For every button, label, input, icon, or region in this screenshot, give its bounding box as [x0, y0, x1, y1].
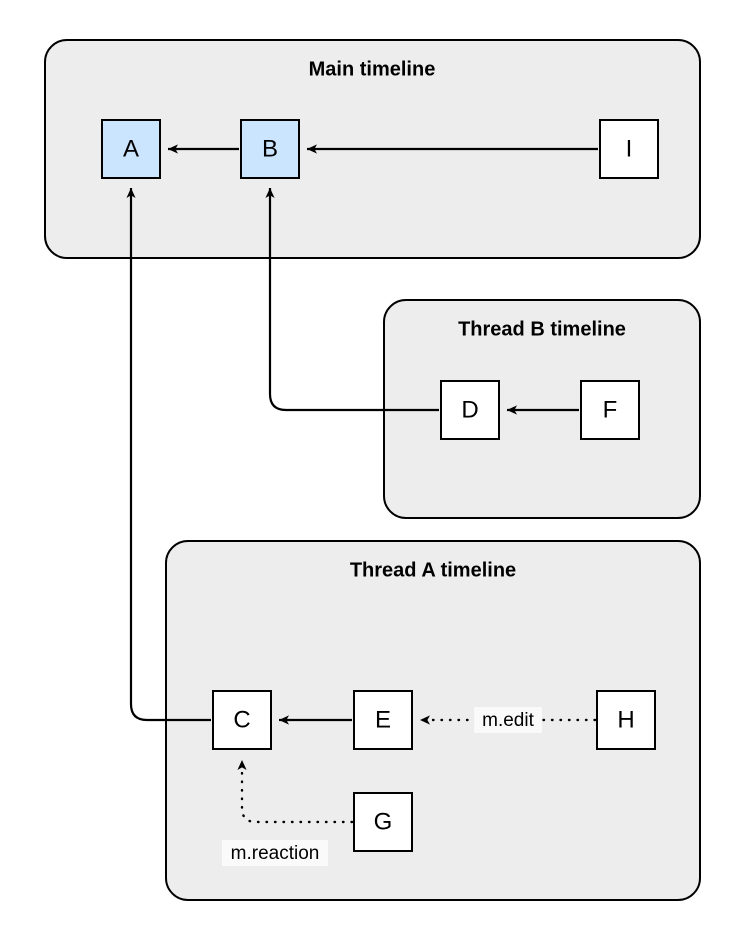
node-label-D: D [461, 396, 478, 423]
node-A[interactable]: A [101, 119, 161, 179]
node-B[interactable]: B [240, 119, 300, 179]
edge-c-to-a [126, 188, 211, 722]
panel-title-thread-b: Thread B timeline [458, 318, 626, 340]
node-box-A[interactable] [101, 119, 161, 179]
node-I[interactable]: I [599, 119, 659, 179]
edge-d-to-b [265, 188, 439, 412]
edge-label-h-to-e: m.edit [482, 710, 534, 731]
node-label-G: G [374, 808, 393, 835]
nodes-layer: A B I D F C E H G [101, 119, 659, 852]
node-D[interactable]: D [440, 380, 500, 440]
node-label-E: E [375, 706, 391, 733]
node-label-F: F [603, 396, 618, 423]
edges-layer [126, 144, 598, 824]
edge-labels-layer: m.edit m.reaction [222, 707, 542, 866]
node-label-A: A [123, 135, 139, 162]
edge-label-group-g-to-c: m.reaction [222, 840, 328, 866]
node-box-G[interactable] [353, 792, 413, 852]
node-box-I[interactable] [599, 119, 659, 179]
node-label-C: C [233, 706, 250, 733]
node-box-D[interactable] [440, 380, 500, 440]
node-box-F[interactable] [580, 380, 640, 440]
node-label-I: I [626, 135, 633, 162]
node-box-E[interactable] [353, 690, 413, 750]
node-box-H[interactable] [596, 690, 656, 750]
node-box-B[interactable] [240, 119, 300, 179]
node-F[interactable]: F [580, 380, 640, 440]
panel-title-main: Main timeline [309, 58, 436, 80]
node-H[interactable]: H [596, 690, 656, 750]
panel-title-thread-a: Thread A timeline [350, 559, 516, 581]
node-label-H: H [617, 706, 634, 733]
node-C[interactable]: C [212, 690, 272, 750]
edge-label-g-to-c: m.reaction [231, 843, 320, 864]
edge-label-backdrop-g-to-c [222, 840, 328, 866]
node-E[interactable]: E [353, 690, 413, 750]
edge-g-to-c [237, 758, 354, 824]
edge-label-backdrop-h-to-e [474, 707, 542, 733]
node-G[interactable]: G [353, 792, 413, 852]
node-label-B: B [262, 135, 278, 162]
edge-label-group-h-to-e: m.edit [474, 707, 542, 733]
node-box-C[interactable] [212, 690, 272, 750]
